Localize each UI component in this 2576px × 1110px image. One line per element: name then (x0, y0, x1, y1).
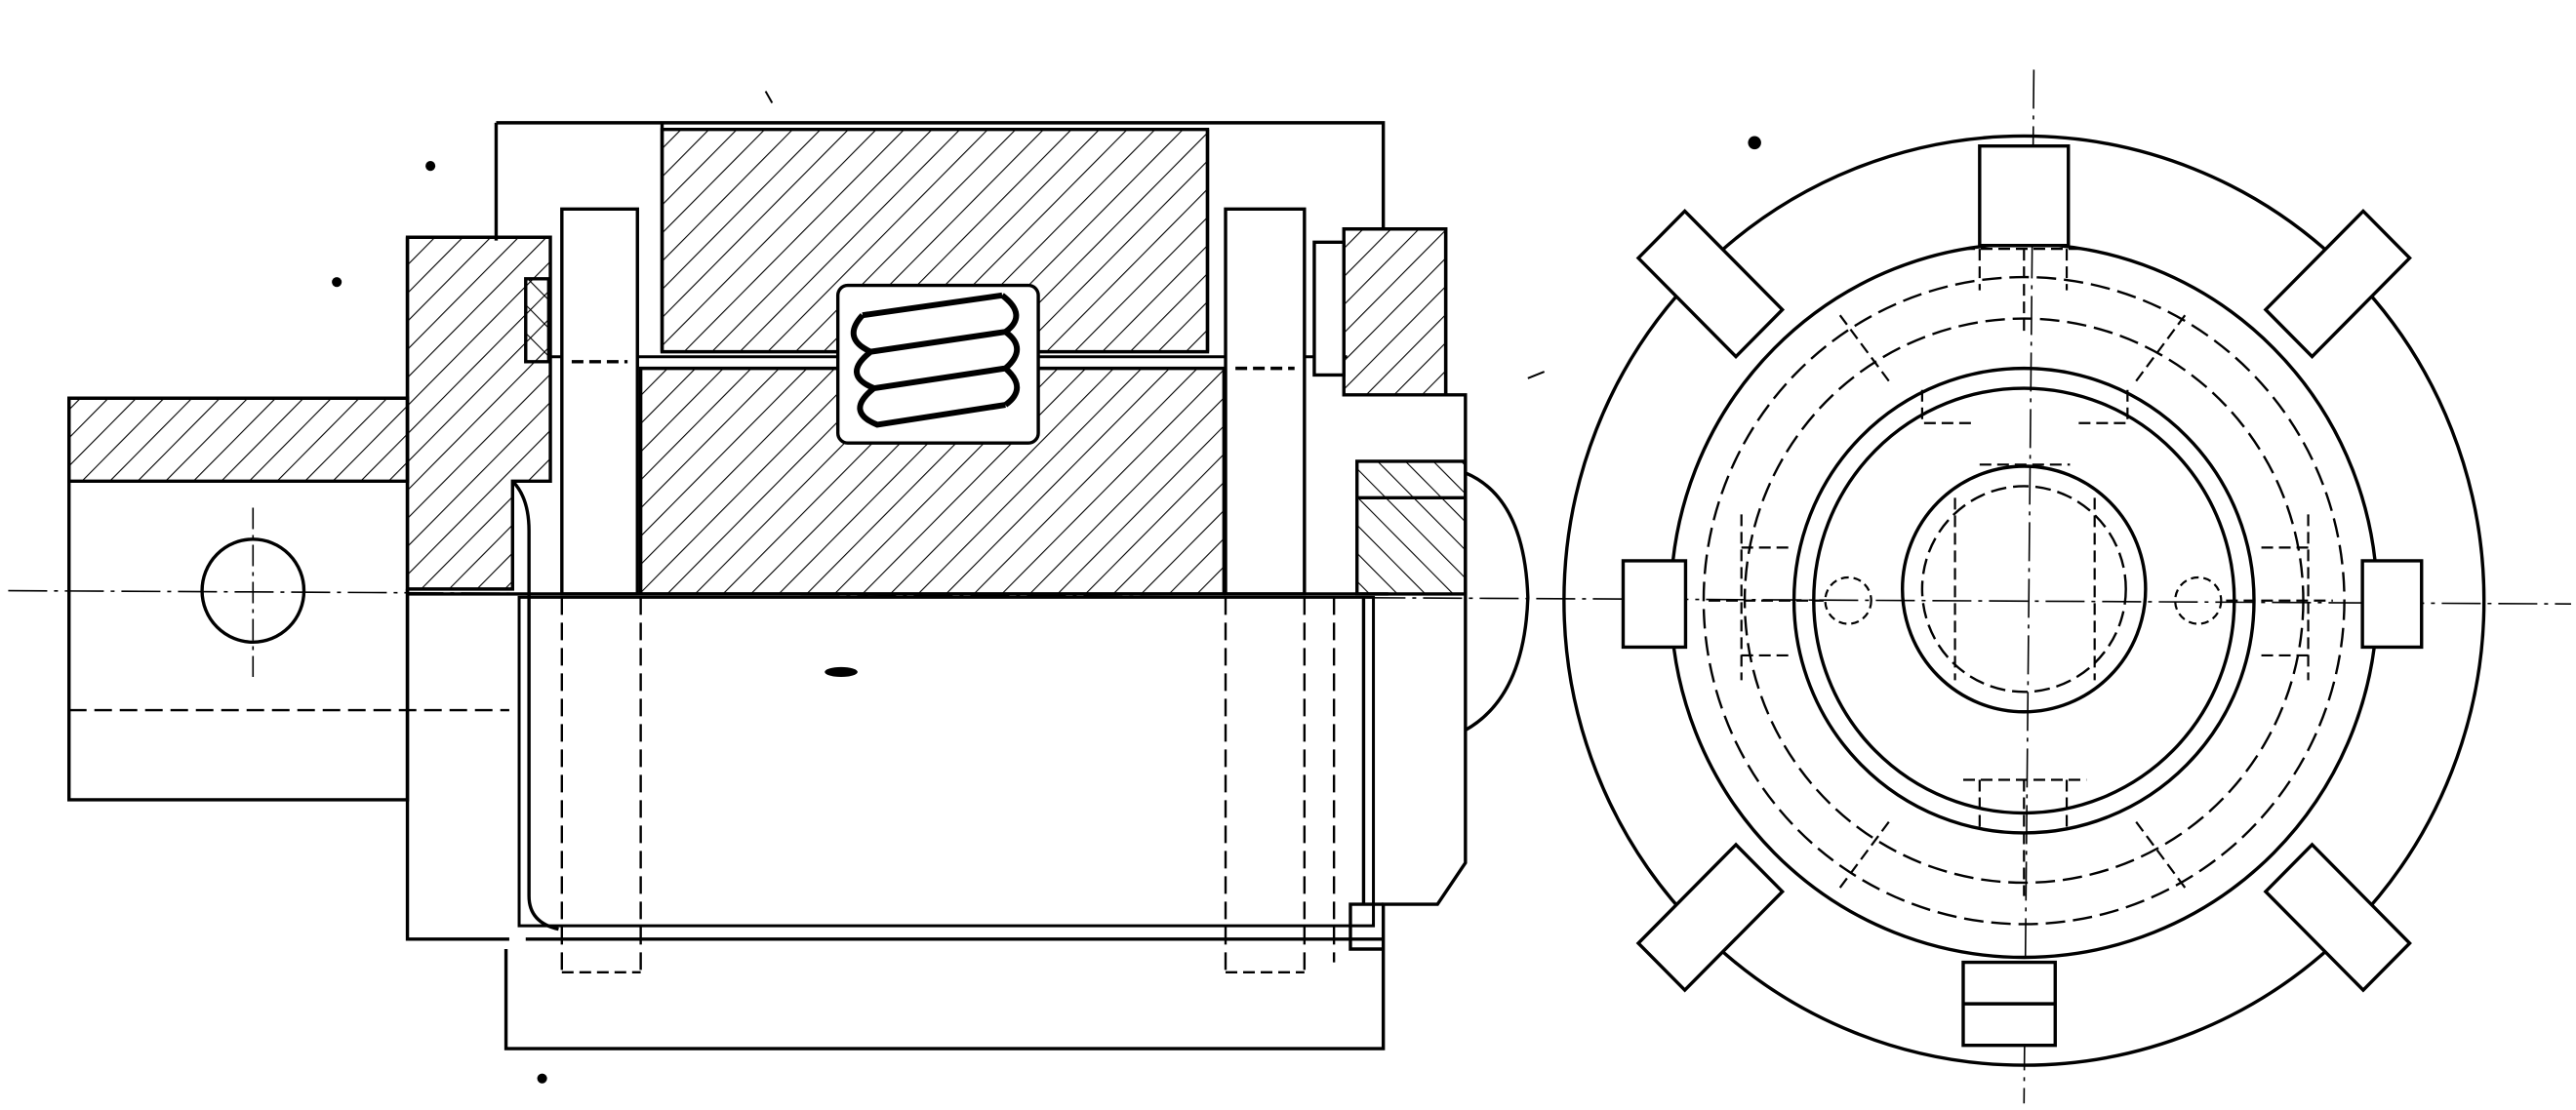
right-step (1350, 904, 1384, 949)
ring-gaps (1638, 211, 2410, 990)
left-key (1623, 561, 1685, 647)
housing-outline (496, 123, 1465, 1049)
left-detent (1826, 577, 1872, 624)
lower-cavity (519, 597, 1374, 926)
left-pin (562, 209, 637, 594)
right-detent (2175, 577, 2221, 624)
right-insert-section (1357, 461, 1466, 594)
outer-ring (1564, 136, 2484, 1065)
top-key (1980, 146, 2069, 246)
right-key (2362, 561, 2422, 647)
right-pin (1226, 209, 1305, 594)
spring-icon (854, 296, 1017, 425)
cross-hole (202, 539, 303, 642)
left-flange-outline (408, 237, 509, 939)
hub-hidden (1922, 486, 2126, 692)
hidden-t-slots (1709, 249, 2333, 895)
hub (1903, 466, 2146, 712)
right-cap-section (1344, 229, 1445, 395)
right-ring (1314, 242, 1344, 375)
left-seal (526, 279, 549, 362)
end-view (1564, 69, 2484, 1103)
shaft-section (69, 398, 408, 481)
dome-cap (1466, 473, 1528, 731)
scan-specks (332, 92, 1761, 1084)
section-view (69, 123, 1528, 1049)
spring-pocket (838, 286, 1038, 444)
